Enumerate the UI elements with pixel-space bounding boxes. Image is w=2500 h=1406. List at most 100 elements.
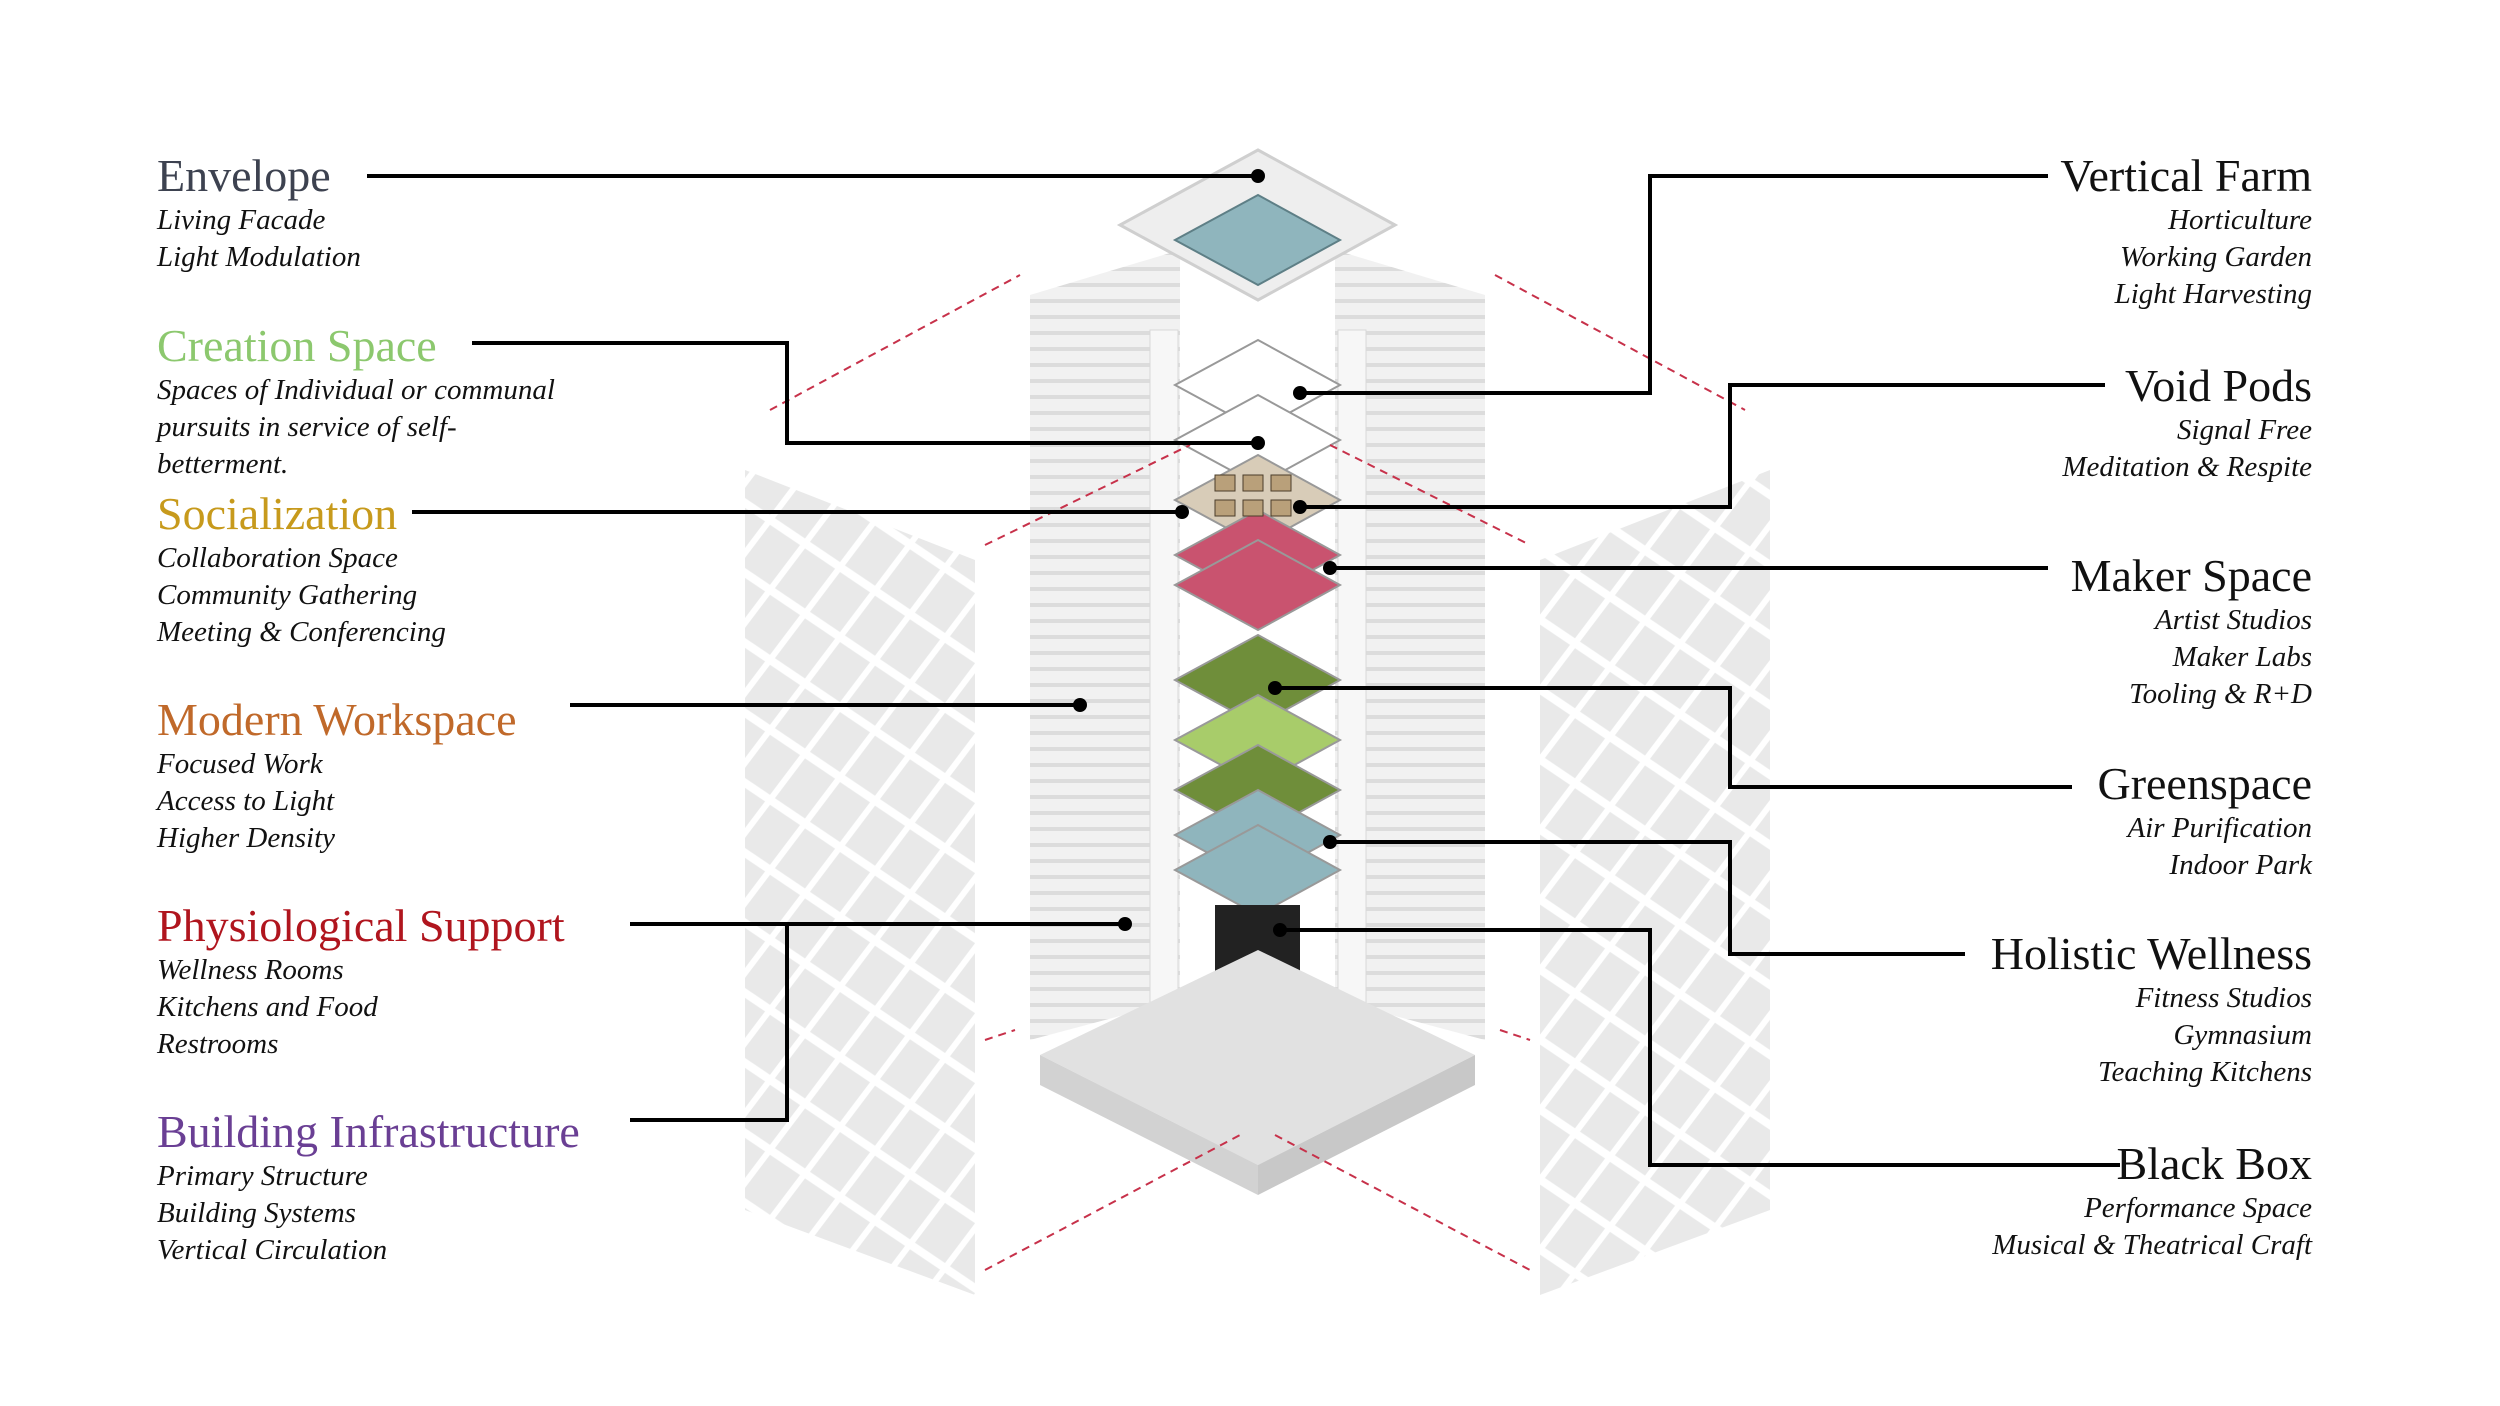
leader-dot bbox=[1118, 917, 1132, 931]
leader-greenspace bbox=[1275, 686, 2072, 789]
leader-dot bbox=[1293, 500, 1307, 514]
louvre-shell-left bbox=[1030, 250, 1180, 1040]
alignment-guide bbox=[984, 444, 1191, 546]
label-line: Signal Free bbox=[2176, 414, 2312, 446]
label-line: betterment. bbox=[157, 448, 289, 480]
label-title: Modern Workspace bbox=[157, 694, 517, 745]
leader-dot bbox=[1323, 561, 1337, 575]
label-title: Greenspace bbox=[2097, 758, 2312, 809]
void-pod bbox=[1270, 474, 1292, 492]
label-line: Building Systems bbox=[157, 1197, 356, 1229]
void-pod bbox=[1242, 499, 1264, 517]
left-facade-panel bbox=[745, 470, 975, 1295]
leader-vertical-farm bbox=[1300, 174, 2048, 395]
leader-black-box bbox=[1280, 928, 2120, 1167]
void-pod bbox=[1270, 499, 1292, 517]
label-line: Vertical Circulation bbox=[157, 1234, 388, 1266]
label-line: Primary Structure bbox=[157, 1160, 368, 1192]
leader-creation bbox=[472, 341, 1258, 445]
label-line: Restrooms bbox=[157, 1028, 279, 1060]
label-line: pursuits in service of self- bbox=[157, 411, 457, 443]
leader-dot bbox=[1323, 835, 1337, 849]
label-line: Focused Work bbox=[157, 748, 323, 780]
label-line: Horticulture bbox=[2168, 204, 2312, 236]
label-line: Working Garden bbox=[2120, 241, 2312, 273]
label-line: Tooling & R+D bbox=[2129, 678, 2312, 710]
roof-solar-array bbox=[1172, 193, 1343, 287]
label-title: Creation Space bbox=[157, 320, 437, 371]
leader-infrastructure bbox=[630, 924, 789, 1122]
leader-wellness bbox=[1330, 840, 1965, 956]
label-line: Kitchens and Food bbox=[157, 991, 378, 1023]
base-plinth-top bbox=[1040, 950, 1475, 1165]
void-pod bbox=[1214, 474, 1236, 492]
label-title: Socialization bbox=[157, 488, 398, 539]
leader-dot bbox=[1273, 923, 1287, 937]
leader-void-pods bbox=[1300, 383, 2105, 509]
label-line: Fitness Studios bbox=[2135, 982, 2312, 1014]
label-line: Higher Density bbox=[157, 822, 335, 854]
leader-dot bbox=[1175, 505, 1189, 519]
label-title: Maker Space bbox=[2070, 550, 2312, 601]
leader-dot bbox=[1251, 169, 1265, 183]
label-title: Holistic Wellness bbox=[1990, 928, 2312, 979]
label-line: Living Facade bbox=[157, 204, 326, 236]
alignment-guide bbox=[1499, 1029, 1531, 1041]
label-title: Building Infrastructure bbox=[157, 1106, 580, 1157]
label-line: Access to Light bbox=[157, 785, 335, 817]
alignment-guide bbox=[984, 1134, 1241, 1271]
column-right bbox=[1337, 329, 1367, 1021]
base-plinth-side-left bbox=[1040, 1055, 1258, 1195]
leader-dot bbox=[1073, 698, 1087, 712]
label-line: Indoor Park bbox=[2169, 849, 2312, 881]
label-line: Spaces of Individual or communal bbox=[157, 374, 555, 406]
floor-maker-2 bbox=[1172, 538, 1343, 632]
label-line: Maker Labs bbox=[2172, 641, 2312, 673]
label-line: Gymnasium bbox=[2173, 1019, 2312, 1051]
label-line: Meditation & Respite bbox=[2062, 451, 2312, 483]
alignment-guide bbox=[1274, 1134, 1531, 1271]
label-title: Vertical Farm bbox=[2060, 150, 2312, 201]
right-facade-panel bbox=[1540, 470, 1770, 1295]
alignment-guide bbox=[1494, 274, 1746, 411]
label-line: Artist Studios bbox=[2154, 604, 2312, 636]
label-line: Light Modulation bbox=[157, 241, 361, 273]
void-pod bbox=[1214, 499, 1236, 517]
label-line: Wellness Rooms bbox=[157, 954, 344, 986]
label-title: Void Pods bbox=[2124, 360, 2312, 411]
label-line: Musical & Theatrical Craft bbox=[1992, 1229, 2312, 1261]
label-line: Performance Space bbox=[2084, 1192, 2312, 1224]
label-title: Envelope bbox=[157, 150, 331, 201]
leader-dot bbox=[1293, 386, 1307, 400]
label-line: Collaboration Space bbox=[157, 542, 398, 574]
label-line: Meeting & Conferencing bbox=[157, 616, 446, 648]
label-line: Air Purification bbox=[2127, 812, 2312, 844]
alignment-guide bbox=[1329, 444, 1531, 546]
label-line: Teaching Kitchens bbox=[2097, 1056, 2312, 1088]
alignment-guide bbox=[769, 274, 1021, 411]
base-plinth-side-right bbox=[1258, 1055, 1475, 1195]
label-title: Physiological Support bbox=[157, 900, 565, 951]
alignment-guide bbox=[984, 1029, 1016, 1041]
label-line: Light Harvesting bbox=[2114, 278, 2312, 310]
leader-dot bbox=[1268, 681, 1282, 695]
void-pod bbox=[1242, 474, 1264, 492]
label-line: Community Gathering bbox=[157, 579, 418, 611]
label-title: Black Box bbox=[2116, 1138, 2312, 1189]
column-left bbox=[1149, 329, 1179, 1021]
leader-dot bbox=[1251, 436, 1265, 450]
